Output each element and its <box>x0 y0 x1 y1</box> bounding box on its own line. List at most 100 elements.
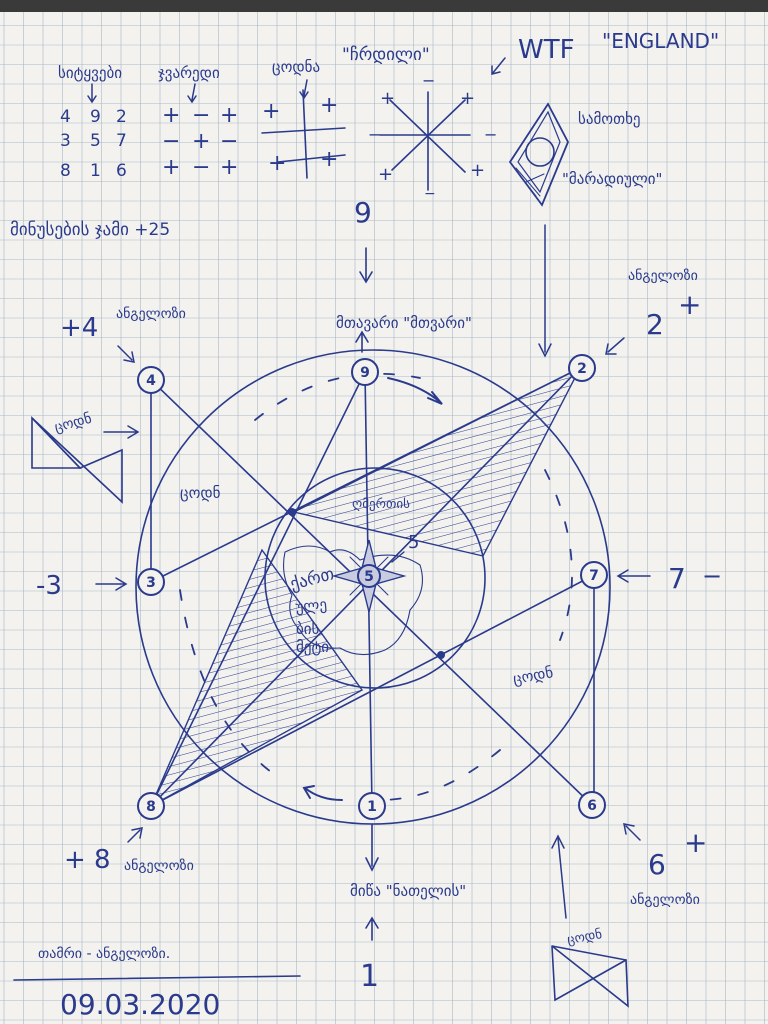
arrow-icon <box>391 551 405 563</box>
cross-sign-bl: + <box>268 151 286 176</box>
bottom-number: 1 <box>360 959 379 994</box>
minus7-number: 7 <box>668 562 686 595</box>
plus2-sign: + <box>678 288 701 321</box>
plus8-label: + 8 <box>64 845 111 875</box>
node-circle <box>580 561 608 589</box>
magic-square-cell: 4 <box>60 107 71 127</box>
star-sign-br: + <box>470 160 485 181</box>
map-word-1: ქართ <box>288 564 336 595</box>
page-top-edge <box>0 0 768 12</box>
node-circle <box>578 791 606 819</box>
left-mid-word: ცოდნ <box>180 484 221 502</box>
map-outline <box>283 545 423 656</box>
node-8: 8 <box>137 792 165 820</box>
bottom-caption: მიწა "ნათელის" <box>350 882 466 900</box>
top-caption: მთავარი "მთვარი" <box>336 314 472 332</box>
node-9: 9 <box>351 358 379 386</box>
plus2-number: 2 <box>646 308 664 341</box>
header-england: "ENGLAND" <box>602 29 719 53</box>
header-col3-quote: "ჩრდილი" <box>342 45 430 65</box>
sign-grid-cell: + <box>162 155 180 180</box>
sign-grid-cell: − <box>192 155 210 180</box>
star-sign-tr: + <box>460 88 475 109</box>
curved-arrow-icon <box>302 785 343 801</box>
arrow-left-icon <box>616 569 651 583</box>
sign-grid-cell: + <box>162 103 180 128</box>
intersection-dot <box>288 508 296 516</box>
sign-grid: +−+−+−+−+ <box>162 103 238 180</box>
bottom-bowtie-figure <box>551 945 629 1008</box>
sign-grid-cell: − <box>192 103 210 128</box>
intersection-dot <box>437 651 445 659</box>
node-3: 3 <box>137 568 165 596</box>
curved-arrow-icon <box>387 377 443 405</box>
node-circle <box>137 792 165 820</box>
note-eternal: "მარადიული" <box>562 170 662 188</box>
arrow-up-icon <box>551 834 567 919</box>
node-5: 5 <box>357 564 381 588</box>
node-label: 7 <box>589 568 599 584</box>
node-6: 6 <box>578 791 606 819</box>
arrow-right-icon <box>103 425 140 439</box>
arrow-up-icon <box>355 330 369 353</box>
magic-square-cell: 9 <box>90 107 101 127</box>
hatched-triangle-bottom <box>149 548 364 808</box>
node-label: 9 <box>360 365 370 381</box>
arrow-icon <box>605 337 625 355</box>
sign-grid-cell: + <box>220 103 238 128</box>
plus8-word: ანგელოზი <box>124 858 194 874</box>
map-word-4: მეტი <box>296 638 329 656</box>
star-figure: + + − − − + + − <box>368 71 497 202</box>
bottom-box-word: ცოდნ <box>566 927 603 948</box>
arrow-icon <box>117 345 135 363</box>
minus7-sign: − <box>702 562 722 590</box>
star-sign-right: − <box>484 125 497 144</box>
arrow-right-icon <box>95 577 128 591</box>
magic-square-cell: 2 <box>116 107 127 127</box>
magic-square-cell: 6 <box>116 161 127 181</box>
magic-square-cell: 3 <box>60 131 71 151</box>
center-word: ღმერთის <box>352 497 410 512</box>
node-label: 5 <box>364 569 374 585</box>
rule-text: მინუსების ჯამი +25 <box>10 220 170 240</box>
magic-square-cell: 5 <box>90 131 101 151</box>
arrow-icon <box>623 823 641 841</box>
plus2-word: ანგელოზი <box>628 268 698 284</box>
node-label: 8 <box>146 799 156 815</box>
node-2: 2 <box>568 354 596 382</box>
sign-grid-cell: + <box>220 155 238 180</box>
cross-sign-tr: + <box>320 93 338 118</box>
map-word-2: ულე <box>295 595 328 616</box>
left-bowtie-figure <box>31 416 123 504</box>
magic-square-cell: 7 <box>116 131 127 151</box>
node-1: 1 <box>358 792 386 820</box>
node-circle <box>137 568 165 596</box>
plus4-word: ანგელოზი <box>116 306 186 322</box>
map-word-3: ბის <box>296 620 320 638</box>
minus3-label: -3 <box>36 571 62 601</box>
header-wtf: WTF <box>518 35 575 65</box>
cross-figure: + + + + <box>261 89 346 179</box>
node-circle <box>137 366 165 394</box>
star-sign-top: − <box>422 71 435 90</box>
cross-sign-tl: + <box>262 99 280 124</box>
star-sign-tl: + <box>380 88 395 109</box>
signature-underline <box>13 975 301 981</box>
dashed-arc-top <box>254 372 421 421</box>
diamond-circle-icon <box>508 102 569 207</box>
arrow-up-icon <box>365 916 379 941</box>
dashed-arc-bottom <box>379 749 501 801</box>
node-label: 2 <box>577 361 587 377</box>
plus6-sign: + <box>684 826 707 859</box>
arrow-down-icon <box>538 224 552 358</box>
star-sign-left: − <box>368 125 381 144</box>
plus6-number: 6 <box>648 848 666 881</box>
left-box-word: ცოდნ <box>53 411 94 436</box>
top-number: 9 <box>354 196 372 229</box>
arrow-icon <box>491 57 506 75</box>
node-circle <box>568 354 596 382</box>
magic-square-cell: 1 <box>90 161 101 181</box>
